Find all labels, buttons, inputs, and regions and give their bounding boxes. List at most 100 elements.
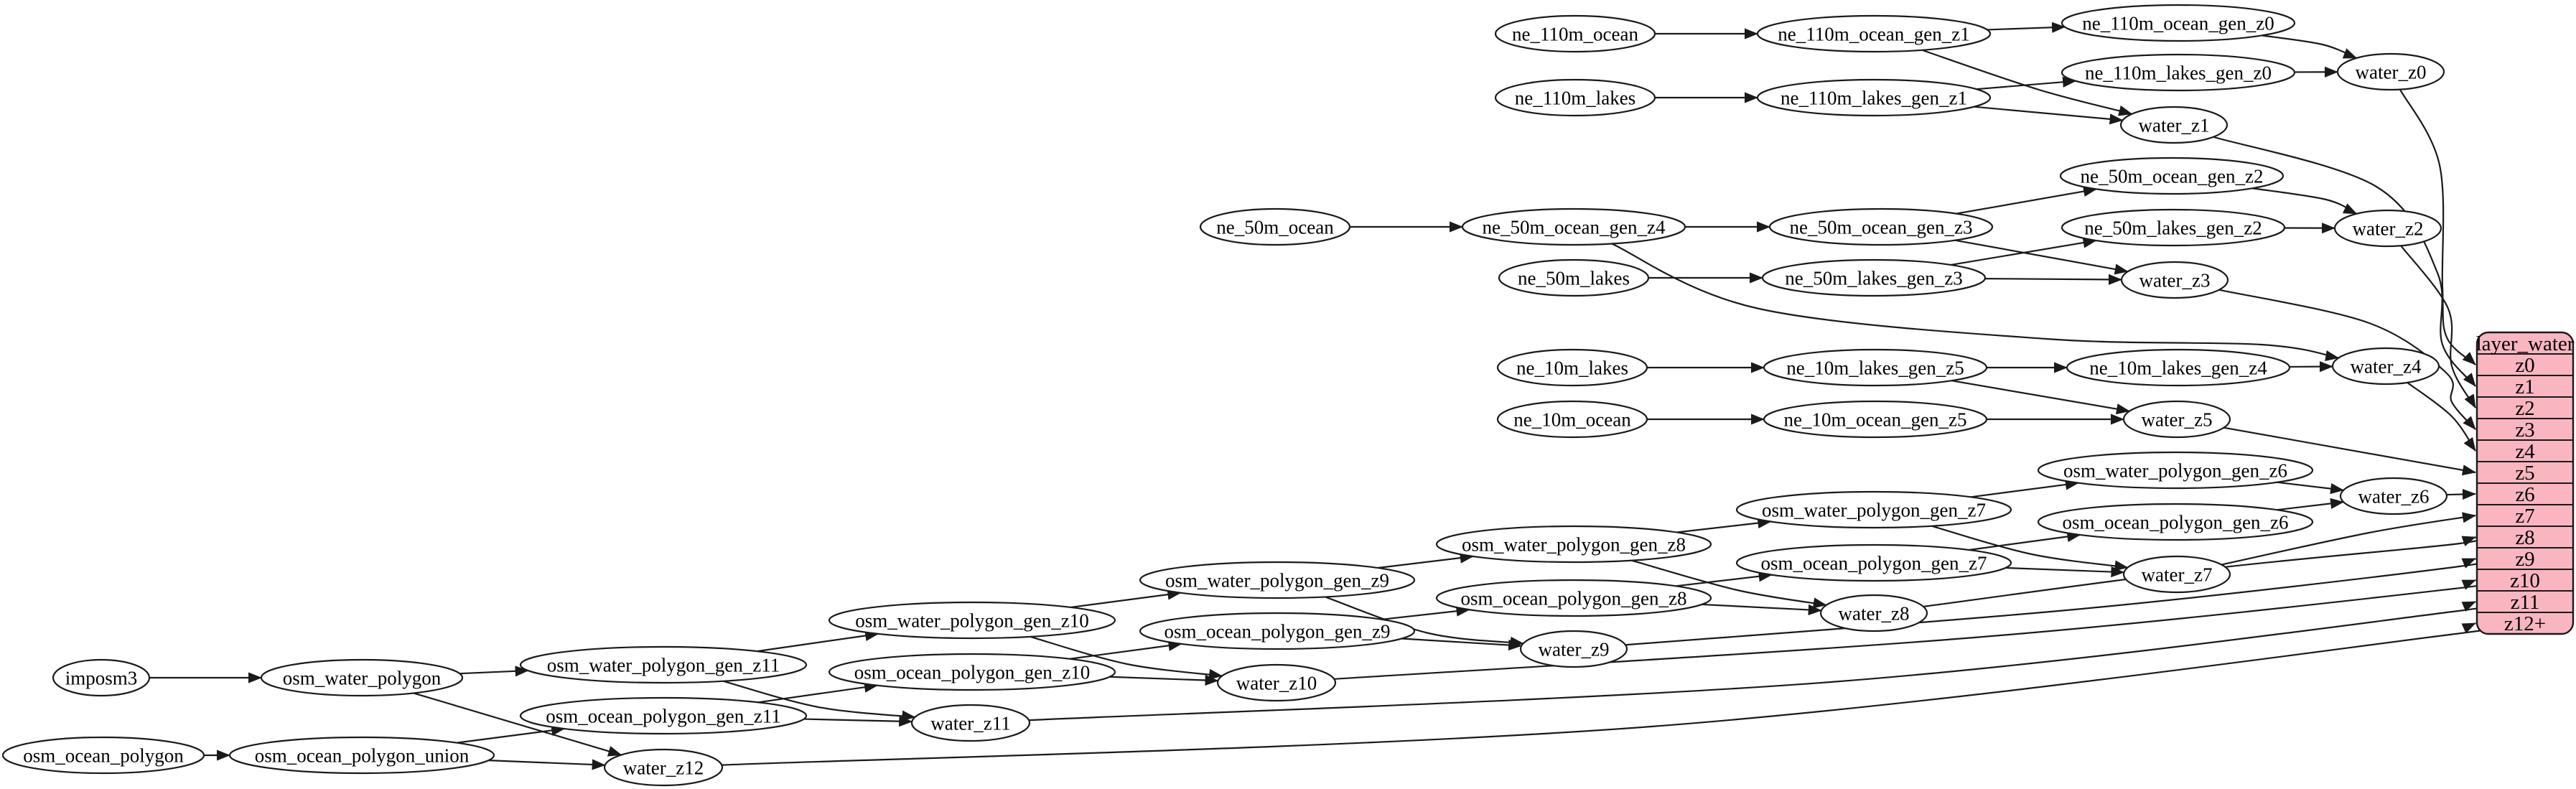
- node-shape-ne_50m_lakes_gen_z2: [2061, 208, 2286, 247]
- node-shape-osm_ocean_polygon: [1, 736, 205, 775]
- node-ne_10m_lakes_gen_z4: ne_10m_lakes_gen_z4: [2066, 348, 2291, 387]
- node-water_z12: water_z12: [603, 748, 724, 787]
- node-shape-osm_water_polygon_gen_z7: [1735, 490, 2012, 529]
- node-label-water_z6: water_z6: [2358, 485, 2430, 507]
- node-water_z8: water_z8: [1819, 594, 1928, 632]
- node-water_z5: water_z5: [2122, 400, 2231, 439]
- edge-ne_50m_ocean_gen_z3-to-ne_50m_ocean_gen_z2: [1956, 186, 2097, 215]
- node-shape-ne_50m_lakes: [1498, 258, 1650, 297]
- node-ne_50m_ocean_gen_z2: ne_50m_ocean_gen_z2: [2059, 157, 2285, 195]
- edge-osm_water_polygon_gen_z6-to-water_z6: [2277, 481, 2345, 495]
- edge-osm_water_polygon_gen_z7-to-osm_water_polygon_gen_z6: [1970, 479, 2079, 498]
- table-row-z5: z5: [2515, 462, 2534, 485]
- node-osm_water_polygon_gen_z6: osm_water_polygon_gen_z6: [2037, 451, 2314, 490]
- node-label-ne_50m_ocean_gen_z3: ne_50m_ocean_gen_z3: [1790, 216, 1973, 238]
- node-label-osm_water_polygon_gen_z10: osm_water_polygon_gen_z10: [855, 610, 1088, 631]
- node-label-ne_110m_lakes_gen_z0: ne_110m_lakes_gen_z0: [2085, 62, 2272, 83]
- edge-osm_ocean_polygon_union-to-osm_ocean_polygon_gen_z11: [457, 724, 566, 744]
- edge-ne_110m_ocean_gen_z0-to-water_z0: [2262, 34, 2358, 59]
- node-shape-osm_water_polygon_gen_z8: [1435, 525, 1712, 564]
- edge-osm_ocean_polygon_gen_z8-to-osm_ocean_polygon_gen_z7: [1676, 571, 1773, 587]
- node-shape-ne_10m_lakes: [1496, 348, 1648, 387]
- edge-ne_10m_lakes_gen_z5-to-water_z5: [1951, 380, 2130, 415]
- node-shape-ne_110m_lakes: [1494, 78, 1656, 117]
- node-shape-ne_50m_ocean_gen_z2: [2059, 157, 2285, 195]
- node-water_z2: water_z2: [2333, 209, 2442, 248]
- node-osm_water_polygon: osm_water_polygon: [260, 658, 464, 697]
- node-shape-ne_10m_ocean_gen_z5: [1763, 400, 1988, 439]
- node-shape-ne_110m_lakes_gen_z1: [1756, 78, 1992, 117]
- node-water_z3: water_z3: [2120, 261, 2229, 299]
- node-ne_110m_ocean_gen_z1: ne_110m_ocean_gen_z1: [1756, 14, 1992, 53]
- table-row-label-z6: z6: [2515, 483, 2534, 506]
- edge-osm_ocean_polygon_gen_z6-to-water_z6: [2277, 498, 2345, 511]
- edge-water_z5-to-layer_water-z5: [2223, 426, 2476, 476]
- node-water_z1: water_z1: [2119, 106, 2229, 144]
- node-shape-ne_110m_ocean: [1494, 14, 1656, 53]
- edge-water_z7-to-layer_water-z7: [2221, 512, 2476, 566]
- edge-osm_water_polygon_gen_z8-to-osm_water_polygon_gen_z7: [1676, 517, 1772, 533]
- edge-osm_water_polygon_gen_z7-to-water_z7: [1931, 525, 2129, 571]
- edge-water_z6-to-layer_water-z6: [2446, 488, 2476, 500]
- edge-osm_ocean_polygon_gen_z9-to-osm_ocean_polygon_gen_z8: [1381, 605, 1470, 620]
- node-label-ne_50m_lakes: ne_50m_lakes: [1518, 267, 1630, 289]
- node-shape-osm_ocean_polygon_gen_z7: [1735, 543, 2012, 582]
- node-water_z10: water_z10: [1216, 663, 1337, 702]
- node-ne_10m_lakes_gen_z5: ne_10m_lakes_gen_z5: [1763, 348, 1988, 387]
- edge-osm_ocean_polygon_gen_z9-to-water_z9: [1401, 638, 1523, 651]
- node-shape-osm_ocean_polygon_gen_z9: [1139, 612, 1416, 650]
- node-label-ne_110m_ocean: ne_110m_ocean: [1512, 23, 1638, 45]
- node-osm_ocean_polygon_union: osm_ocean_polygon_union: [228, 736, 495, 775]
- node-label-ne_110m_ocean_gen_z0: ne_110m_ocean_gen_z0: [2082, 12, 2274, 34]
- table-row-label-z0: z0: [2515, 354, 2534, 377]
- node-imposm3: imposm3: [52, 658, 151, 697]
- node-label-water_z9: water_z9: [1539, 638, 1610, 660]
- edge-ne_110m_ocean_gen_z1-to-ne_110m_ocean_gen_z0: [1987, 22, 2066, 33]
- edge-osm_water_polygon_gen_z8-to-water_z8: [1631, 559, 1827, 609]
- table-row-z9: z9: [2515, 548, 2534, 571]
- node-label-water_z12: water_z12: [623, 757, 704, 778]
- node-label-ne_10m_ocean: ne_10m_ocean: [1513, 408, 1631, 430]
- node-osm_ocean_polygon_gen_z11: osm_ocean_polygon_gen_z11: [519, 696, 808, 735]
- layer-water-table: layer_waterz0z1z2z3z4z5z6z7z8z9z10z11z12…: [2476, 331, 2575, 635]
- edge-osm_ocean_polygon_union-to-water_z12: [488, 759, 606, 770]
- node-label-ne_10m_ocean_gen_z5: ne_10m_ocean_gen_z5: [1784, 408, 1967, 430]
- node-label-water_z4: water_z4: [2351, 355, 2422, 377]
- node-water_z6: water_z6: [2339, 477, 2448, 515]
- node-label-osm_ocean_polygon_gen_z11: osm_ocean_polygon_gen_z11: [546, 705, 780, 727]
- node-label-osm_water_polygon_gen_z11: osm_water_polygon_gen_z11: [547, 654, 780, 676]
- node-shape-water_z0: [2336, 52, 2445, 91]
- table-row-label-z4: z4: [2515, 440, 2535, 463]
- node-ne_50m_lakes_gen_z2: ne_50m_lakes_gen_z2: [2061, 208, 2286, 247]
- node-label-osm_ocean_polygon_gen_z7: osm_ocean_polygon_gen_z7: [1761, 552, 1987, 574]
- node-shape-ne_50m_ocean: [1199, 207, 1351, 246]
- edge-osm_ocean_polygon_gen_z11-to-water_z11: [803, 716, 913, 727]
- node-ne_110m_lakes: ne_110m_lakes: [1494, 78, 1656, 117]
- node-label-water_z7: water_z7: [2142, 564, 2213, 585]
- node-ne_110m_lakes_gen_z1: ne_110m_lakes_gen_z1: [1756, 78, 1992, 117]
- table-row-z3: z3: [2515, 419, 2534, 442]
- node-shape-ne_110m_lakes_gen_z0: [2061, 53, 2296, 92]
- node-ne_110m_ocean: ne_110m_ocean: [1494, 14, 1656, 53]
- edge-osm_ocean_polygon_gen_z10-to-water_z10: [1109, 674, 1219, 686]
- node-shape-ne_110m_ocean_gen_z1: [1756, 14, 1992, 53]
- edge-osm_water_polygon_gen_z9-to-water_z9: [1325, 596, 1524, 648]
- node-label-osm_ocean_polygon_gen_z6: osm_ocean_polygon_gen_z6: [2063, 511, 2289, 533]
- node-shape-water_z3: [2120, 261, 2229, 299]
- table-row-label-z11: z11: [2511, 591, 2540, 614]
- node-label-water_z5: water_z5: [2142, 408, 2213, 430]
- node-osm_water_polygon_gen_z8: osm_water_polygon_gen_z8: [1435, 525, 1712, 564]
- node-label-ne_50m_ocean_gen_z4: ne_50m_ocean_gen_z4: [1483, 216, 1666, 238]
- table-row-label-z10: z10: [2510, 569, 2540, 592]
- node-label-osm_ocean_polygon_union: osm_ocean_polygon_union: [255, 744, 470, 766]
- edge-osm_water_polygon_gen_z11-to-water_z11: [722, 680, 916, 722]
- table-row-z8: z8: [2515, 526, 2534, 549]
- node-label-osm_water_polygon_gen_z7: osm_water_polygon_gen_z7: [1762, 499, 1986, 520]
- node-shape-water_z11: [910, 704, 1031, 742]
- layer-water-table-title: layer_water: [2476, 332, 2575, 355]
- node-label-osm_water_polygon_gen_z8: osm_water_polygon_gen_z8: [1462, 533, 1686, 555]
- node-osm_ocean_polygon_gen_z10: osm_ocean_polygon_gen_z10: [828, 653, 1116, 691]
- node-label-osm_ocean_polygon_gen_z9: osm_ocean_polygon_gen_z9: [1165, 620, 1391, 642]
- edge-osm_water_polygon_gen_z10-to-osm_water_polygon_gen_z9: [1070, 589, 1182, 608]
